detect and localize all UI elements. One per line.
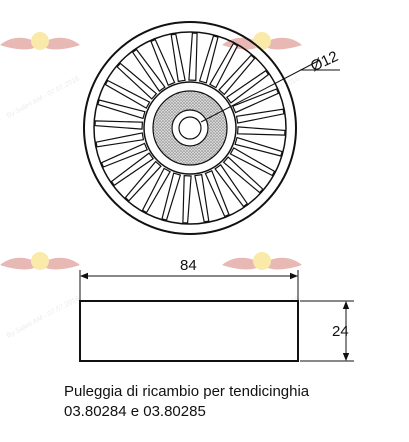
pulley-spoke — [182, 174, 192, 224]
height-dimension-label: 24 — [332, 323, 349, 340]
pulley-spoke — [209, 42, 239, 89]
watermark-text: By Saleri AM - 07.07.2016 — [6, 295, 81, 339]
pulley-spoke — [95, 132, 145, 148]
pulley-top-view: Ø12 — [83, 21, 341, 235]
pulley-spoke — [97, 99, 146, 120]
watermark-stamp: By Saleri AM - 07.07.2016 — [0, 32, 81, 120]
pulley-spoke — [236, 126, 286, 136]
caption: Puleggia di ricambio per tendicinghia 03… — [64, 382, 404, 422]
pulley-spoke — [229, 147, 276, 177]
pulley-spoke — [150, 38, 176, 86]
pulley-spoke — [170, 33, 186, 83]
pulley-spoke — [234, 136, 283, 157]
pulley-inner-rim — [93, 31, 287, 225]
pulley-spoke — [198, 35, 219, 84]
pulley-spoke — [222, 156, 264, 194]
pulley-spoke — [194, 173, 210, 223]
pulley-spoke — [131, 48, 166, 92]
pulley-spokes — [94, 32, 286, 224]
pulley-spoke — [141, 167, 171, 214]
pulley-side-view: 84 24 — [79, 257, 354, 362]
pulley-spoke — [214, 164, 249, 208]
pulley-outer-rim — [83, 21, 297, 235]
watermark-stamp: By Saleri AM - 07.07.2016 — [0, 252, 81, 340]
watermark-text: By Saleri AM - 07.07.2016 — [6, 75, 81, 119]
pulley-spoke — [232, 88, 280, 114]
caption-line-2: 03.80284 e 03.80285 — [64, 403, 206, 420]
watermark-logo-icon — [0, 252, 80, 270]
pulley-spoke — [161, 172, 182, 221]
pulley-side-body — [79, 300, 299, 362]
bore-diameter-label: Ø12 — [308, 48, 341, 75]
pulley-spoke — [104, 79, 151, 109]
bore-hole — [178, 116, 202, 140]
pulley-spoke — [124, 160, 162, 202]
pulley-spoke — [188, 32, 198, 82]
caption-line-1: Puleggia di ricambio per tendicinghia — [64, 383, 310, 400]
watermark-logo-icon — [0, 32, 80, 50]
pulley-spoke — [110, 152, 154, 187]
pulley-spoke — [235, 108, 285, 124]
pulley-spoke — [100, 142, 148, 168]
pulley-spoke — [94, 120, 144, 130]
pulley-spoke — [218, 54, 256, 96]
pulley-spoke — [226, 69, 270, 104]
pulley-spoke — [204, 170, 230, 218]
watermark-logo-icon — [222, 252, 302, 270]
width-dimension-label: 84 — [180, 257, 197, 274]
pulley-spoke — [116, 62, 158, 100]
